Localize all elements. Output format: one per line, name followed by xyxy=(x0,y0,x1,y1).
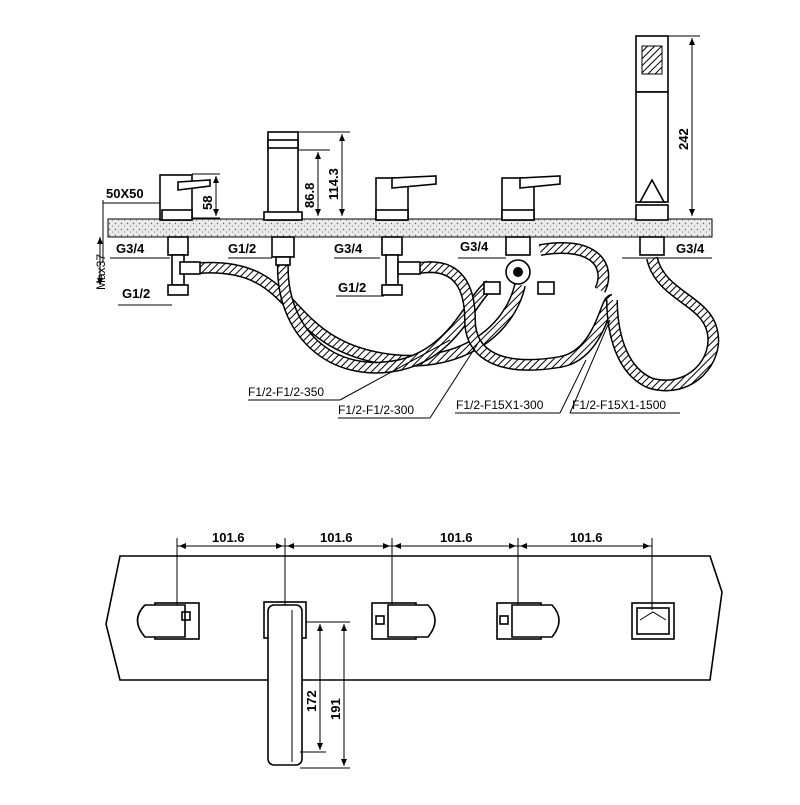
label-86-8: 86.8 xyxy=(302,183,317,208)
valve-middle xyxy=(375,175,437,296)
hose-label-f15x1-300: F1/2-F15X1-300 xyxy=(456,398,544,412)
hose-label-f15x1-1500: F1/2-F15X1-1500 xyxy=(572,398,666,412)
plan-shower-holder xyxy=(631,602,675,640)
spout xyxy=(263,131,303,266)
thread-g12-c: G1/2 xyxy=(338,280,366,295)
valve-left xyxy=(159,174,211,296)
spacing-3: 101.6 xyxy=(440,530,473,545)
plan-spacing-dims xyxy=(176,538,653,610)
plan-handle-2 xyxy=(371,602,436,640)
thread-g34-b: G3/4 xyxy=(334,241,363,256)
plan-handle-1 xyxy=(136,602,200,640)
thread-g34-d: G3/4 xyxy=(676,241,705,256)
hose-label-300: F1/2-F1/2-300 xyxy=(338,403,414,417)
plan-spout xyxy=(263,601,307,766)
thread-g34-c: G3/4 xyxy=(460,239,489,254)
thread-g12-a: G1/2 xyxy=(228,241,256,256)
hose-label-350: F1/2-F1/2-350 xyxy=(248,385,324,399)
spacing-2: 101.6 xyxy=(320,530,353,545)
spacing-4: 101.6 xyxy=(570,530,603,545)
label-50x50: 50X50 xyxy=(106,186,144,201)
hoses xyxy=(199,242,720,392)
spacing-1: 101.6 xyxy=(212,530,245,545)
diverter xyxy=(483,175,561,295)
label-114-3: 114.3 xyxy=(326,168,341,200)
thread-g12-b: G1/2 xyxy=(122,286,150,301)
label-max37: Max37 xyxy=(94,254,108,290)
spout-length-dims xyxy=(300,621,350,769)
thread-g34-a: G3/4 xyxy=(116,241,145,256)
top-dimensions xyxy=(97,35,712,306)
deck-surface xyxy=(107,218,713,238)
spout-length-172: 172 xyxy=(304,690,319,712)
hand-shower xyxy=(635,35,669,256)
plan-handle-3 xyxy=(496,602,560,640)
hose-leaders xyxy=(248,319,680,419)
deck-plan-outline xyxy=(105,555,723,681)
label-242: 242 xyxy=(676,128,691,150)
spout-length-191: 191 xyxy=(328,698,343,720)
label-58: 58 xyxy=(200,196,215,210)
